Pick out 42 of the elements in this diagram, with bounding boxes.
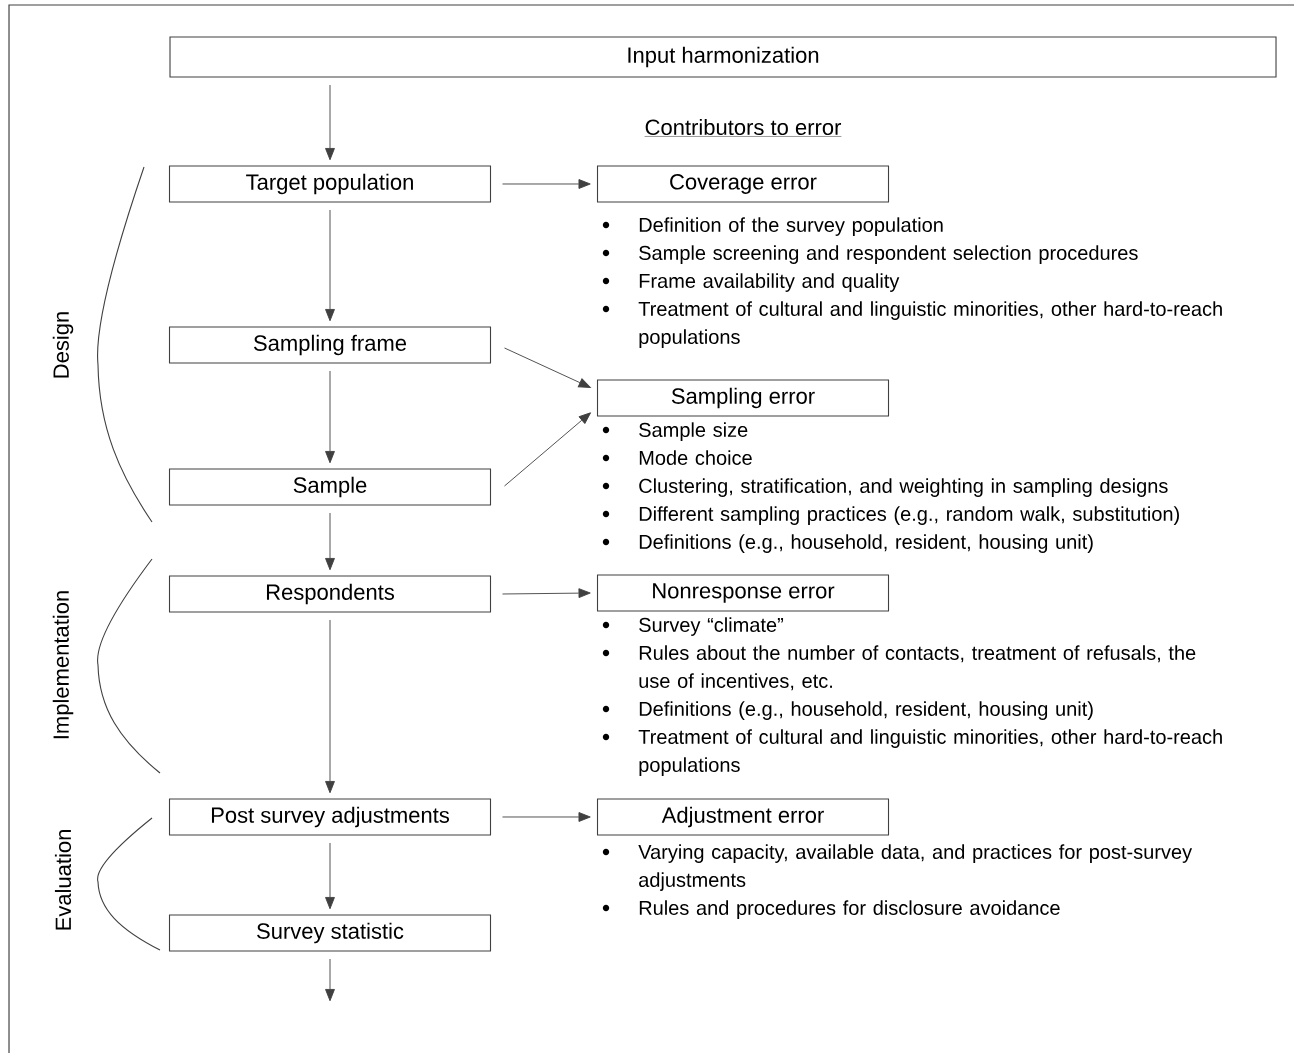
arrow xyxy=(502,588,591,599)
bullet-item: Sample size xyxy=(639,422,748,441)
bullet-item: Definitions (e.g., household, resident, housing unit) xyxy=(639,534,1093,553)
bullet-item: Mode choice xyxy=(639,450,752,465)
error-box: Adjustment error xyxy=(596,798,890,836)
arrow xyxy=(504,347,591,388)
bullet-item: Sample screening and respondent selection procedures xyxy=(639,245,1138,264)
process-box: Sampling frame xyxy=(168,326,492,364)
phase-label: Implementation xyxy=(52,591,74,739)
phase-label: Evaluation xyxy=(54,830,72,930)
process-box: Respondents xyxy=(168,575,492,613)
bullet-item: Survey “climate” xyxy=(639,617,784,636)
arrow xyxy=(325,209,335,322)
bullet-item: Definition of the survey population xyxy=(639,217,943,236)
error-box: Sampling error xyxy=(596,379,890,417)
process-box: Sample xyxy=(168,468,492,506)
bullet-item: Definitions (e.g., household, resident, housing unit) xyxy=(639,701,1093,720)
arrow xyxy=(325,958,335,1002)
process-box: Post survey adjustments xyxy=(168,798,492,836)
process-box: Input harmonization xyxy=(169,36,1277,78)
bullet-item: Varying capacity, available data, and practices for post-survey adjustments xyxy=(638,844,1193,891)
phase-label: Design xyxy=(52,312,74,378)
bullet-item: Clustering, stratification, and weighting in sampling designs xyxy=(639,478,1168,497)
arrow xyxy=(502,812,591,822)
bullet-item: Different sampling practices (e.g., random walk, substitution) xyxy=(639,506,1179,525)
bullet-item: Rules about the number of contacts, treatment of refusals, the use of incentives, etc. xyxy=(639,645,1196,691)
arrow xyxy=(325,842,335,910)
process-box: Survey statistic xyxy=(168,914,492,952)
arrow xyxy=(504,412,591,487)
section-heading: Contributors to error xyxy=(644,118,842,137)
bullet-item: Treatment of cultural and linguistic minorities, other hard-to-reach populations xyxy=(638,729,1222,776)
arrow xyxy=(325,512,335,571)
bullet-item: Frame availability and quality xyxy=(639,273,900,292)
bullet-item: Rules and procedures for disclosure avoidance xyxy=(639,900,1060,919)
arrow xyxy=(502,179,591,189)
arrow xyxy=(325,84,335,161)
bullet-item: Treatment of cultural and linguistic minorities, other hard-to-reach populations xyxy=(638,301,1222,348)
error-box: Nonresponse error xyxy=(596,574,890,612)
arrow xyxy=(325,619,335,794)
arrow xyxy=(325,370,335,464)
error-box: Coverage error xyxy=(596,165,890,203)
process-box: Target population xyxy=(168,165,492,203)
